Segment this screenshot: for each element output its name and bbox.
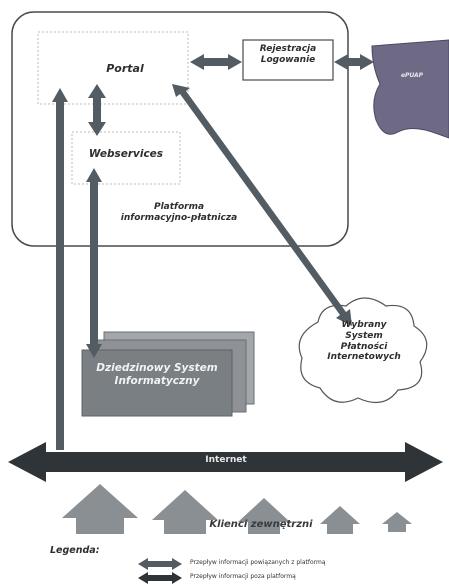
portal-label: Portal xyxy=(106,62,144,75)
arrow-portal-payment xyxy=(172,84,352,326)
arrow-portal-webservices xyxy=(88,84,106,136)
arrow-internet-portal xyxy=(52,88,68,450)
rejestracja-box xyxy=(242,39,334,81)
clients-label: Klienci zewnętrzni xyxy=(209,519,313,530)
domain-system-stack xyxy=(81,331,255,417)
payment-system-cloud xyxy=(298,297,428,404)
domain-system-label: Dziedzinowy System Informatyczny xyxy=(96,362,218,387)
platforma-label: Platforma informacyjno-płatnicza xyxy=(120,202,238,223)
rejestracja-label: Rejestracja Logowanie xyxy=(259,44,317,65)
epuap-label: ePUAP xyxy=(400,72,424,79)
arrow-portal-rejestracja xyxy=(190,54,242,70)
internet-label: Internet xyxy=(205,455,247,465)
arrow-rejestracja-epuap xyxy=(334,54,374,70)
legend-item-inner: Przepływ informacji powiązanych z platfo… xyxy=(190,559,326,566)
legend-swatch-outer xyxy=(138,572,182,584)
legend-swatch-inner xyxy=(138,558,182,570)
internet-arrow xyxy=(8,442,443,482)
portal-box xyxy=(37,31,189,105)
webservices-label: Webservices xyxy=(88,148,164,160)
payment-system-label: Wybrany System Płatności Internetowych xyxy=(327,320,401,363)
arrow-webservices-domain xyxy=(86,168,102,358)
epuap-shape xyxy=(371,39,449,139)
client-arrows xyxy=(62,484,412,534)
legend-item-outer: Przepływ informacji poza platformą xyxy=(190,573,296,580)
legend-title: Legenda: xyxy=(50,545,100,556)
